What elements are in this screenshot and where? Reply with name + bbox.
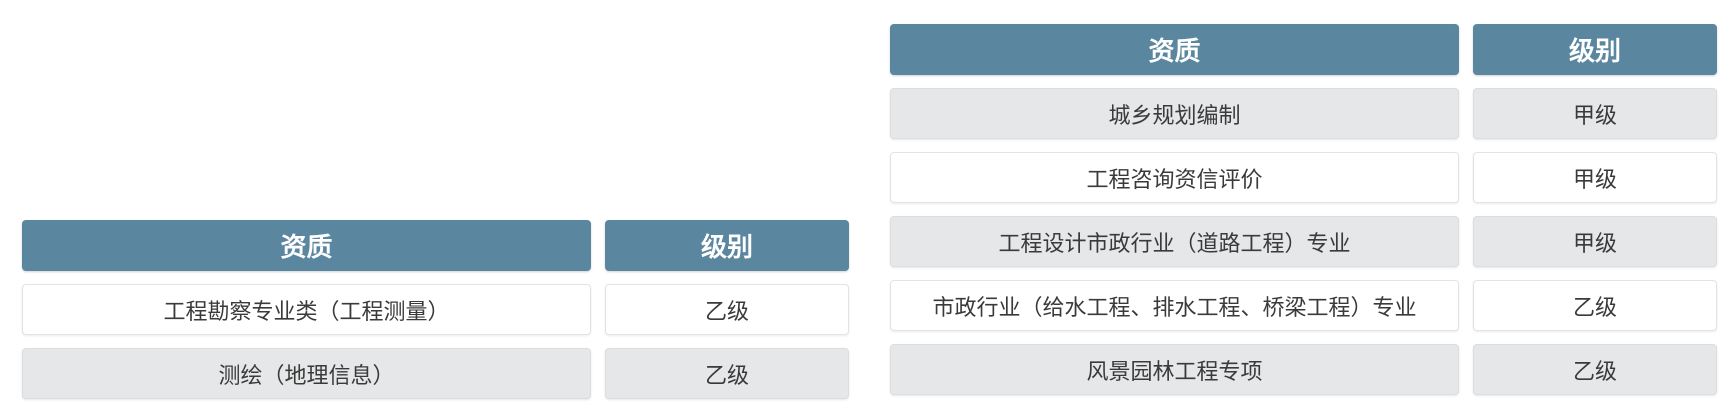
level-cell: 乙级 bbox=[1473, 344, 1717, 395]
qualification-table-left: 资质 级别 工程勘察专业类（工程测量） 乙级 测绘（地理信息） 乙级 bbox=[22, 220, 849, 399]
level-cell: 乙级 bbox=[605, 348, 849, 399]
qualification-cell: 测绘（地理信息） bbox=[22, 348, 591, 399]
level-cell: 甲级 bbox=[1473, 152, 1717, 203]
qualification-cell: 工程设计市政行业（道路工程）专业 bbox=[890, 216, 1459, 267]
header-qualification: 资质 bbox=[890, 24, 1459, 75]
qualification-table-right: 资质 级别 城乡规划编制 甲级 工程咨询资信评价 甲级 工程设计市政行业（道路工… bbox=[890, 24, 1717, 395]
header-qualification: 资质 bbox=[22, 220, 591, 271]
qualification-cell: 城乡规划编制 bbox=[890, 88, 1459, 139]
level-cell: 乙级 bbox=[1473, 280, 1717, 331]
qualification-cell: 工程咨询资信评价 bbox=[890, 152, 1459, 203]
qualification-cell: 工程勘察专业类（工程测量） bbox=[22, 284, 591, 335]
level-cell: 乙级 bbox=[605, 284, 849, 335]
level-cell: 甲级 bbox=[1473, 216, 1717, 267]
qualification-cell: 风景园林工程专项 bbox=[890, 344, 1459, 395]
header-level: 级别 bbox=[605, 220, 849, 271]
qualification-cell: 市政行业（给水工程、排水工程、桥梁工程）专业 bbox=[890, 280, 1459, 331]
level-cell: 甲级 bbox=[1473, 88, 1717, 139]
header-level: 级别 bbox=[1473, 24, 1717, 75]
